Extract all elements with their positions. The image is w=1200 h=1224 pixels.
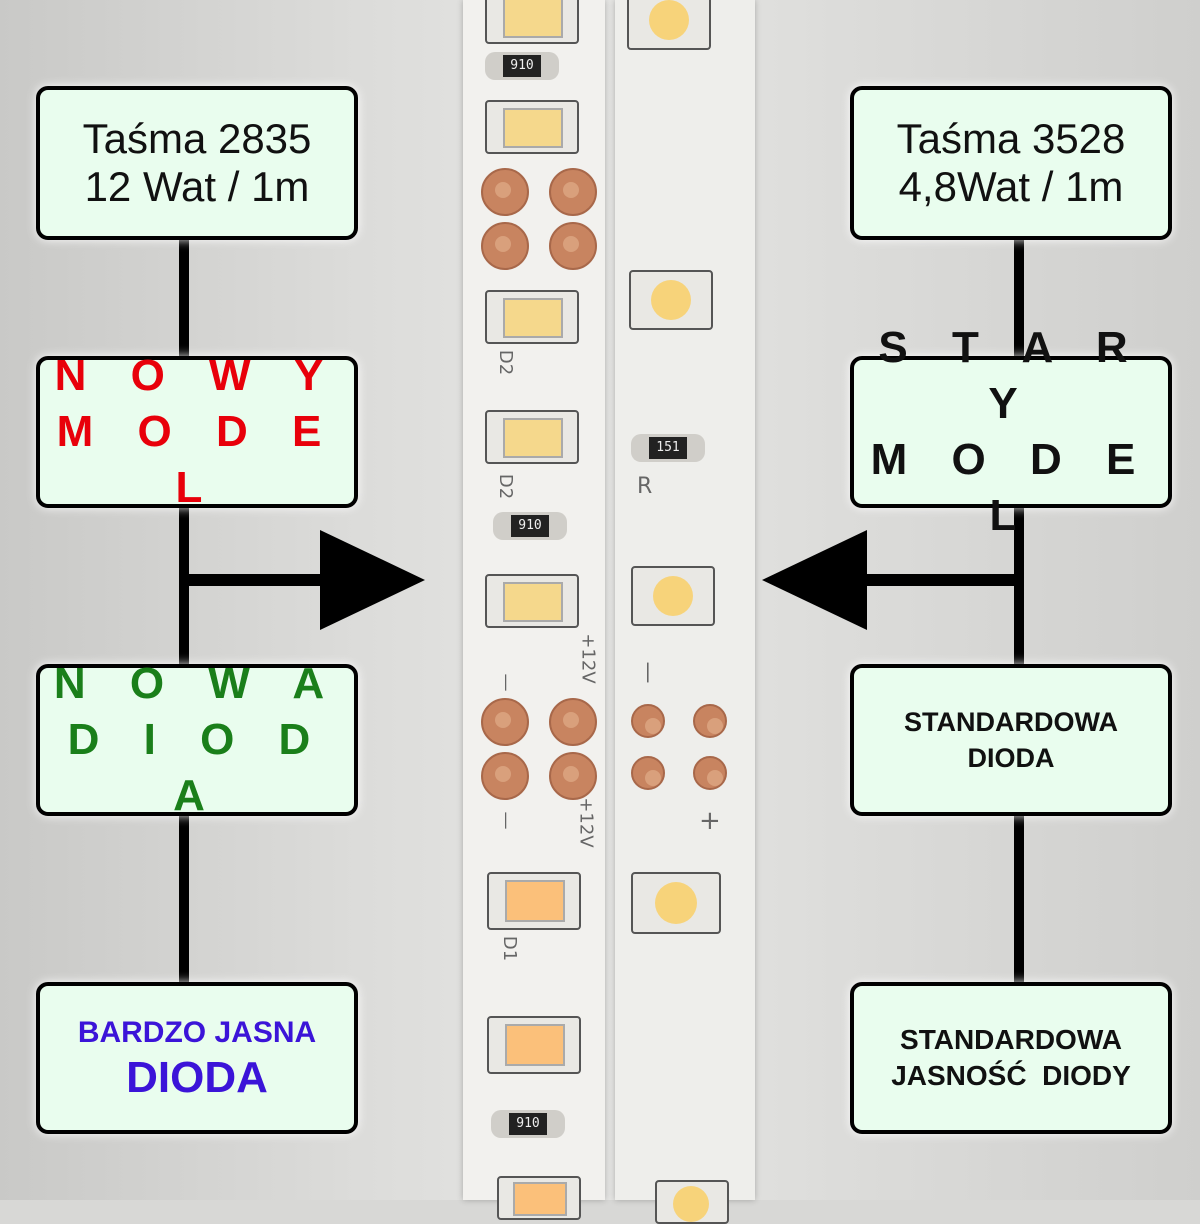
led-2835 bbox=[487, 872, 581, 930]
minus-mark: — bbox=[495, 673, 517, 692]
bardzo-jasna-label: BARDZO JASNA bbox=[77, 1016, 317, 1049]
solder-pad bbox=[481, 222, 529, 270]
led-3528 bbox=[655, 1180, 729, 1224]
left-tasma-line1: Taśma 2835 bbox=[82, 115, 312, 162]
solder-pad bbox=[549, 752, 597, 800]
resistor: 910 bbox=[493, 512, 567, 540]
solder-pad bbox=[549, 168, 597, 216]
led-3528 bbox=[627, 0, 711, 50]
dioda-label: DIODA bbox=[126, 1053, 268, 1102]
r-mark: R bbox=[637, 474, 653, 499]
solder-pad bbox=[481, 752, 529, 800]
led-2835 bbox=[497, 1176, 581, 1220]
solder-pad bbox=[693, 756, 727, 790]
plus-mark: + bbox=[699, 806, 721, 836]
plus12v-mark: +12V bbox=[575, 797, 597, 848]
left-jasnosc-box: BARDZO JASNA DIODA bbox=[36, 982, 358, 1134]
led-3528 bbox=[629, 270, 713, 330]
resistor: 151 bbox=[631, 434, 705, 462]
right-tasma-box: Taśma 3528 4,8Wat / 1m bbox=[850, 86, 1172, 240]
d2-mark: D2 bbox=[495, 473, 517, 500]
resistor: 910 bbox=[491, 1110, 565, 1138]
right-jasnosc-box: STANDARDOWA JASNOŚĆ DIODY bbox=[850, 982, 1172, 1134]
minus-mark: — bbox=[635, 661, 661, 684]
left-connector-line bbox=[179, 230, 189, 1010]
d1-mark: D1 bbox=[499, 935, 521, 962]
dioda-label: D I O D A bbox=[67, 715, 327, 820]
stary-label: S T A R Y bbox=[878, 323, 1144, 428]
right-arrow-icon bbox=[320, 530, 425, 630]
jasnosc-diody-label: JASNOŚĆ DIODY bbox=[891, 1060, 1131, 1091]
led-3528 bbox=[631, 566, 715, 626]
solder-pad bbox=[549, 698, 597, 746]
resistor-label: 151 bbox=[649, 437, 687, 459]
resistor-label: 910 bbox=[509, 1113, 547, 1135]
right-model-box: S T A R Y M O D E L bbox=[850, 323, 1172, 540]
left-model-box: N O W Y M O D E L bbox=[36, 351, 358, 512]
model-label: M O D E L bbox=[870, 435, 1152, 540]
plus12v-mark: +12V bbox=[577, 633, 599, 684]
right-tasma-line1: Taśma 3528 bbox=[896, 115, 1126, 162]
left-arrow-shaft bbox=[186, 574, 326, 586]
dioda-label: DIODA bbox=[967, 743, 1055, 773]
led-2835 bbox=[485, 574, 579, 628]
left-tasma-box: Taśma 2835 12 Wat / 1m bbox=[36, 86, 358, 240]
minus-mark: — bbox=[495, 811, 517, 830]
led-strip-2835: 910 D2 D2 910 +12V — +12V — D1 910 bbox=[463, 0, 605, 1220]
nowa-label: N O W A bbox=[53, 659, 341, 708]
led-2835 bbox=[487, 1016, 581, 1074]
left-tasma-line2: 12 Wat / 1m bbox=[84, 163, 310, 210]
right-dioda-box: STANDARDOWA DIODA bbox=[850, 664, 1172, 816]
right-connector-line bbox=[1014, 230, 1024, 1010]
solder-pad bbox=[631, 704, 665, 738]
led-2835 bbox=[485, 0, 579, 44]
led-2835 bbox=[485, 100, 579, 154]
right-arrow-shaft bbox=[860, 574, 1020, 586]
resistor: 910 bbox=[485, 52, 559, 80]
nowy-label: N O W Y bbox=[54, 351, 340, 400]
d2-mark: D2 bbox=[495, 349, 517, 376]
solder-pad bbox=[549, 222, 597, 270]
resistor-label: 910 bbox=[503, 55, 541, 77]
resistor-label: 910 bbox=[511, 515, 549, 537]
led-2835 bbox=[485, 290, 579, 344]
solder-pad bbox=[693, 704, 727, 738]
led-strip-3528: 151 R — + bbox=[615, 0, 755, 1224]
led-2835 bbox=[485, 410, 579, 464]
model-label: M O D E L bbox=[56, 407, 338, 512]
standardowa-label: STANDARDOWA bbox=[904, 707, 1118, 737]
left-dioda-box: N O W A D I O D A bbox=[36, 659, 358, 820]
standardowa-label: STANDARDOWA bbox=[900, 1024, 1122, 1055]
solder-pad bbox=[481, 698, 529, 746]
led-3528 bbox=[631, 872, 721, 934]
solder-pad bbox=[631, 756, 665, 790]
solder-pad bbox=[481, 168, 529, 216]
left-arrow-icon bbox=[762, 530, 867, 630]
right-tasma-line2: 4,8Wat / 1m bbox=[898, 163, 1124, 210]
